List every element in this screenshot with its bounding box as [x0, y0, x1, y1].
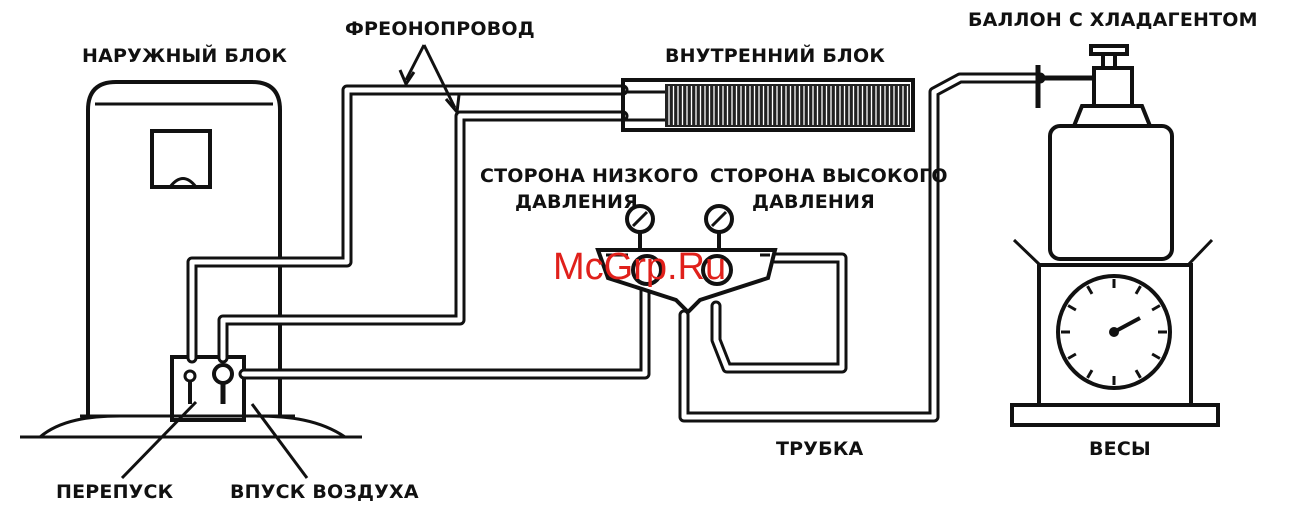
service-valves [172, 357, 244, 420]
refrigerant-line-arrows [400, 45, 459, 112]
scales-label: ВЕСЫ [1089, 438, 1151, 460]
high-side-label-line1: СТОРОНА ВЫСОКОГО [710, 165, 948, 187]
indoor-unit [623, 80, 913, 130]
refrigerant-cylinder [1038, 46, 1172, 259]
outdoor-unit-label: НАРУЖНЫЙ БЛОК [82, 44, 287, 67]
hose-label: ТРУБКА [776, 438, 864, 460]
low-side-label-line1: СТОРОНА НИЗКОГО [480, 165, 699, 187]
low-side-label-line2: ДАВЛЕНИЯ [515, 191, 638, 213]
scales [1012, 240, 1218, 425]
indoor-unit-label: ВНУТРЕННИЙ БЛОК [665, 44, 885, 67]
air-inlet-label: ВПУСК ВОЗДУХА [230, 481, 419, 503]
cylinder-label: БАЛЛОН С ХЛАДАГЕНТОМ [968, 9, 1258, 31]
refrigerant-line-label: ФРЕОНОПРОВОД [345, 18, 535, 40]
outdoor-unit [88, 82, 280, 416]
watermark: McGrp.Ru [553, 246, 726, 288]
high-side-label-line2: ДАВЛЕНИЯ [752, 191, 875, 213]
bypass-label: ПЕРЕПУСК [56, 481, 174, 503]
